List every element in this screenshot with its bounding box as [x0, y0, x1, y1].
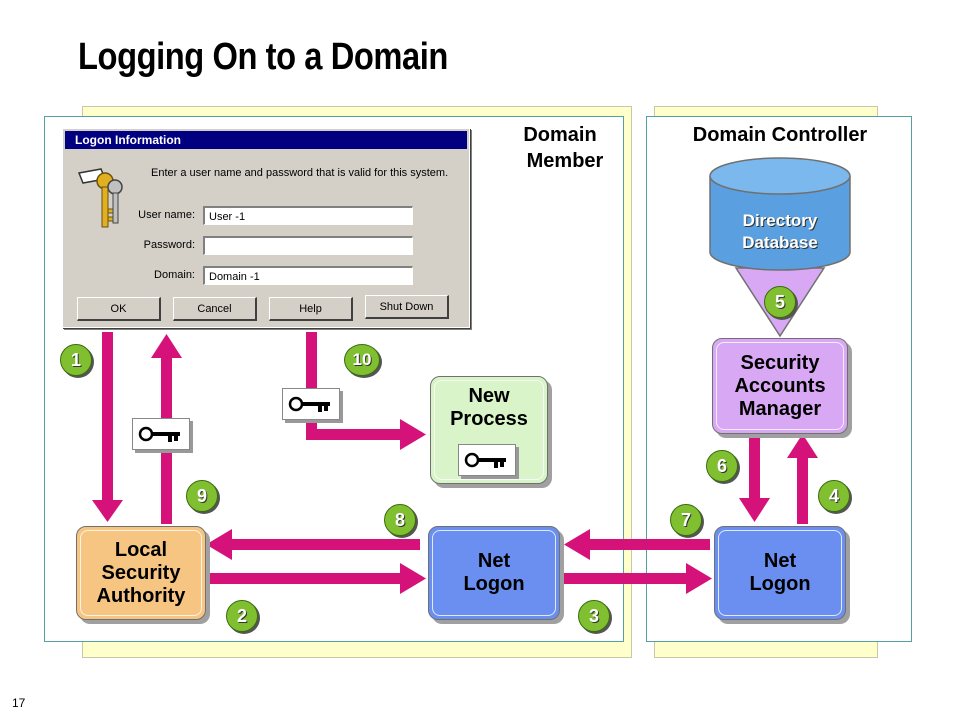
sam-line3: Manager: [738, 397, 822, 420]
step-badge-8: 8: [384, 504, 416, 536]
net-logon-dc-box: Net Logon: [714, 526, 846, 620]
access-token-new-process: [458, 444, 516, 476]
step-badge-1: 1: [60, 344, 92, 376]
arrow-10-vertical: [306, 332, 317, 440]
step-badge-5: 5: [764, 286, 796, 318]
dialog-title: Logon Information: [65, 131, 467, 149]
domain-label: Domain:: [75, 269, 195, 281]
step-badge-7: 7: [670, 504, 702, 536]
lsa-line2: Security: [101, 561, 181, 584]
arrow-7: [588, 539, 710, 550]
step-badge-9: 9: [186, 480, 218, 512]
domain-field[interactable]: Domain -1: [203, 266, 413, 285]
user-name-field[interactable]: User -1: [203, 206, 413, 225]
arrow-8-head: [206, 529, 232, 560]
arrow-6: [749, 434, 760, 500]
password-field[interactable]: [203, 236, 413, 255]
sam-line1: Security: [740, 351, 820, 374]
domain-label-text: Domain:: [154, 269, 195, 281]
arrow-4-head: [787, 434, 818, 458]
dialog-message: Enter a user name and password that is v…: [151, 167, 449, 179]
key-icon: [464, 452, 506, 468]
ok-button[interactable]: OK: [77, 297, 161, 321]
user-name-label: User name:: [75, 209, 195, 221]
password-label: Password:: [75, 239, 195, 251]
lsa-line1: Local: [114, 538, 168, 561]
step-badge-6: 6: [706, 450, 738, 482]
new-process-line2: Process: [450, 408, 528, 430]
security-accounts-manager-box: Security Accounts Manager: [712, 338, 848, 434]
net-logon-dc-line2: Logon: [749, 573, 811, 595]
arrow-7-head: [564, 529, 590, 560]
directory-database-line2: Database: [742, 233, 818, 252]
arrow-10-horizontal: [306, 429, 402, 440]
net-logon-member-line1: Net: [477, 550, 511, 572]
arrow-9-head: [151, 334, 182, 358]
page-number: 17: [12, 696, 26, 710]
domain-member-label-line1: Domain: [523, 124, 597, 146]
step-badge-10: 10: [344, 344, 380, 376]
step-badge-2: 2: [226, 600, 258, 632]
access-token-step-9: [132, 418, 190, 450]
directory-database-label: Directory Database: [712, 210, 848, 254]
arrow-4: [797, 456, 808, 524]
arrow-2-head: [400, 563, 426, 594]
new-process-line1: New: [468, 385, 510, 407]
arrow-3-head: [686, 563, 712, 594]
net-logon-dc-line1: Net: [763, 550, 797, 572]
user-name-label-text: User name:: [138, 209, 195, 221]
key-icon: [288, 396, 330, 412]
local-security-authority-box: Local Security Authority: [76, 526, 206, 620]
arrow-2: [206, 573, 402, 584]
net-logon-member-line2: Logon: [463, 573, 525, 595]
page-title: Logging On to a Domain: [78, 36, 448, 78]
net-logon-member-box: Net Logon: [428, 526, 560, 620]
step-badge-3: 3: [578, 600, 610, 632]
arrow-3: [562, 573, 688, 584]
access-token-step-10: [282, 388, 340, 420]
keys-icon: [75, 165, 131, 240]
domain-controller-label: Domain Controller: [692, 124, 868, 146]
directory-database-line1: Directory: [742, 211, 818, 230]
lsa-line3: Authority: [96, 584, 186, 607]
password-label-text: Password:: [143, 239, 195, 251]
arrow-6-head: [739, 498, 770, 522]
arrow-1-head: [92, 500, 123, 522]
shut-down-button[interactable]: Shut Down: [365, 295, 449, 319]
arrow-10-head: [400, 419, 426, 450]
domain-member-label-line2: Member: [526, 150, 604, 172]
arrow-1: [102, 332, 113, 502]
help-button[interactable]: Help: [269, 297, 353, 321]
key-icon: [138, 426, 180, 442]
arrow-8: [230, 539, 420, 550]
sam-line2: Accounts: [734, 374, 826, 397]
step-badge-4: 4: [818, 480, 850, 512]
directory-database-cylinder: [709, 157, 851, 271]
logon-dialog: Logon Information Enter a user name and …: [62, 128, 470, 328]
domain-member-label: Domain Member: [500, 122, 630, 174]
cancel-button[interactable]: Cancel: [173, 297, 257, 321]
